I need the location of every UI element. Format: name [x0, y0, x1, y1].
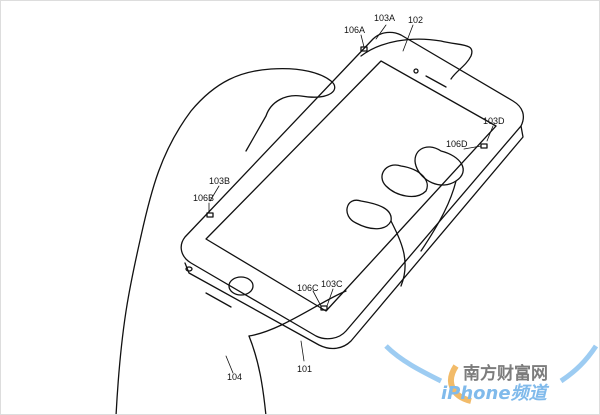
label-103D: 103D [483, 116, 505, 126]
phone-display-102 [205, 60, 497, 312]
label-106C: 106C [297, 283, 319, 293]
sensor-106D [480, 143, 488, 149]
speaker-grille [205, 292, 232, 308]
finger-index [414, 146, 464, 186]
hand-outline [140, 67, 336, 237]
label-106D: 106D [446, 139, 468, 149]
label-104: 104 [227, 372, 242, 382]
watermark-crescent [448, 364, 472, 404]
watermark-wing-left [384, 344, 443, 384]
finger-ring [346, 199, 392, 230]
label-106B: 106B [193, 193, 214, 203]
phone-body [180, 31, 524, 340]
finger-middle [381, 164, 428, 198]
label-103A: 103A [374, 13, 395, 23]
fingers-lower [248, 180, 457, 337]
home-button [228, 276, 254, 296]
phone-side [184, 125, 524, 350]
sensor-106B [206, 212, 214, 218]
watermark-wing-right [559, 344, 599, 384]
speaker-slot [425, 75, 447, 88]
label-102: 102 [408, 15, 423, 25]
label-101: 101 [297, 364, 312, 374]
front-camera [413, 68, 419, 74]
headphone-jack [185, 266, 193, 272]
watermark: 南方财富网 iPhone频道 [384, 344, 599, 404]
watermark-site-name: 南方财富网 [463, 363, 548, 384]
thumb-outline [360, 38, 473, 80]
forearm-outline [115, 235, 267, 414]
watermark-channel: iPhone频道 [441, 383, 550, 404]
label-103C: 103C [321, 279, 343, 289]
label-106A: 106A [344, 25, 365, 35]
leader-lines [208, 24, 494, 374]
sensor-106C [320, 305, 328, 311]
label-103B: 103B [209, 176, 230, 186]
